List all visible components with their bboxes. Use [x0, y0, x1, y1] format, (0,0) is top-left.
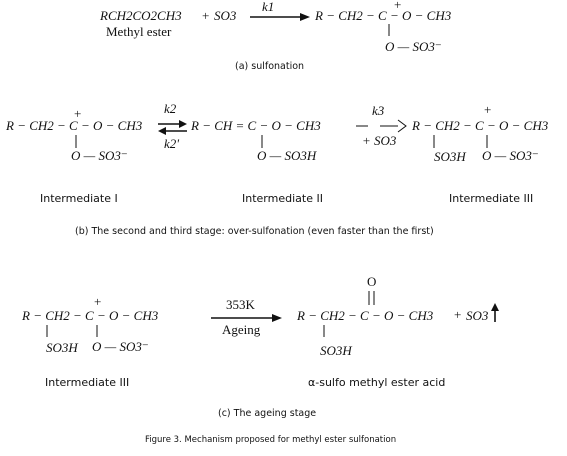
intermediate-3-sub-left: SO3H — [434, 149, 466, 164]
label-intermediate-3: Intermediate III — [449, 192, 533, 205]
part-a-sulfonation: RCH2CO2CH3 Methyl ester + SO3 k1 R − CH2… — [99, 0, 452, 72]
rate-constant-k2-reverse: k2' — [164, 136, 179, 151]
so3-gas: SO3 — [466, 308, 489, 323]
intermediate-3-sub-right: O — SO3⁻ — [482, 148, 539, 163]
part-b-over-sulfonation: R − CH2 − C − O − CH3 + O — SO3⁻ k2 k2' … — [5, 101, 549, 237]
so3-reagent: SO3 — [214, 8, 237, 23]
reactant-c-charge: + — [94, 294, 101, 309]
intermediate-2-substituent: O — SO3H — [257, 148, 317, 163]
label-intermediate-2: Intermediate II — [242, 192, 323, 205]
equilibrium-arrows: k2 k2' — [158, 101, 187, 151]
reactant-c-sub-left: SO3H — [46, 340, 78, 355]
reactant-c-chain: R − CH2 − C − O − CH3 — [21, 308, 159, 323]
figure-caption: Figure 3. Mechanism proposed for methyl … — [145, 435, 396, 445]
caption-a: (a) sulfonation — [235, 61, 304, 72]
gas-evolution-arrow-icon — [491, 303, 499, 322]
plus-sign-c: + — [454, 307, 461, 322]
reaction-arrow-k3: k3 + SO3 — [356, 103, 407, 148]
product-a-charge: + — [394, 0, 401, 12]
rate-constant-k2: k2 — [164, 101, 177, 116]
methyl-ester-formula: RCH2CO2CH3 — [99, 8, 182, 23]
label-intermediate-3-c: Intermediate III — [45, 376, 129, 389]
caption-b: (b) The second and third stage: over-sul… — [75, 226, 434, 237]
reactant-c-sub-right: O — SO3⁻ — [92, 339, 149, 354]
ageing-arrow: 353K Ageing — [211, 297, 282, 337]
condition-ageing: Ageing — [222, 322, 261, 337]
intermediate-3-chain: R − CH2 − C − O − CH3 — [411, 118, 549, 133]
intermediate-2-chain: R − CH = C − O − CH3 — [190, 118, 321, 133]
methyl-ester-name: Methyl ester — [106, 24, 172, 39]
reaction-arrow-k1: k1 — [250, 0, 310, 21]
intermediate-1-substituent: O — SO3⁻ — [71, 148, 128, 163]
caption-c: (c) The ageing stage — [218, 408, 316, 419]
condition-temperature: 353K — [226, 297, 256, 312]
intermediate-3-charge: + — [484, 102, 491, 117]
plus-so3-b: + SO3 — [362, 133, 397, 148]
product-a-substituent: O — SO3⁻ — [385, 39, 442, 54]
product-a-chain: R − CH2 − C − O − CH3 — [314, 8, 452, 23]
product-c-sub: SO3H — [320, 343, 352, 358]
product-c-chain: R − CH2 − C − O − CH3 — [296, 308, 434, 323]
plus-sign: + — [202, 8, 209, 23]
carbonyl-oxygen: O — [367, 274, 376, 289]
part-c-ageing: R − CH2 − C − O − CH3 + SO3H O — SO3⁻ 35… — [21, 274, 499, 419]
label-intermediate-1: Intermediate I — [40, 192, 118, 205]
label-product-c: α-sulfo methyl ester acid — [308, 376, 445, 389]
rate-constant-k3: k3 — [372, 103, 385, 118]
rate-constant-k1: k1 — [262, 0, 274, 14]
intermediate-1-charge: + — [74, 106, 81, 121]
intermediate-1-chain: R − CH2 − C − O − CH3 — [5, 118, 143, 133]
